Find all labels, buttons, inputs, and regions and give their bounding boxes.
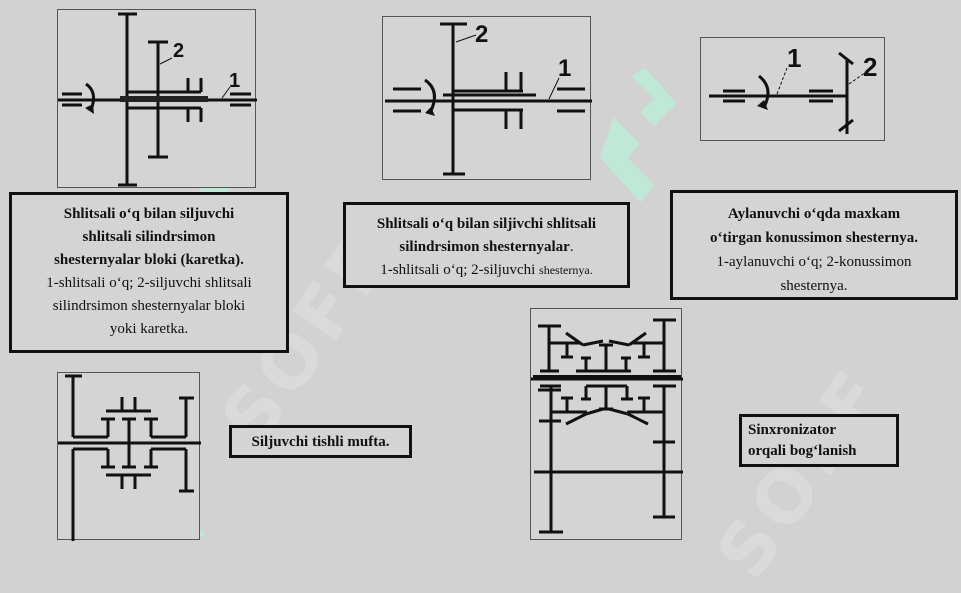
watermark-text: SOFF xyxy=(700,352,904,593)
caption-body-line: shesternya. xyxy=(780,278,848,294)
watermark-logo-icon xyxy=(600,67,677,203)
label-1: 1 xyxy=(787,43,802,73)
sinxronizator-caption: Sinxronizator orqali bog‘lanish xyxy=(739,414,899,467)
label-1: 1 xyxy=(558,55,572,82)
caption-body-line: silindrsimon shesternyalar bloki xyxy=(52,298,246,314)
karetka-caption: Shlitsali o‘q bilan siljuvchi shlitsali … xyxy=(9,192,289,353)
caption-body-line: 1-aylanuvchi o‘q; 2-konussimon xyxy=(716,254,912,270)
label-2: 2 xyxy=(863,52,878,82)
label-1: 1 xyxy=(229,70,241,92)
caption-body-line: yoki karetka. xyxy=(109,321,189,337)
konussimon-diagram: 1 2 xyxy=(700,37,885,141)
caption-title-line: shlitsali silindrsimon xyxy=(82,229,216,245)
konussimon-caption: Aylanuvchi o‘qda maxkam o‘tirgan konussi… xyxy=(670,190,958,300)
caption-title-line: shesternyalar bloki (karetka). xyxy=(54,252,244,268)
shesternyalar-diagram: 2 1 xyxy=(382,16,592,180)
caption-body-small: shesternya. xyxy=(539,263,593,277)
caption-title: Siljuvchi tishli mufta. xyxy=(251,434,390,450)
mufta-caption: Siljuvchi tishli mufta. xyxy=(229,425,412,458)
label-2: 2 xyxy=(475,21,489,48)
caption-title-line: Aylanuvchi o‘qda maxkam xyxy=(727,206,901,222)
caption-title-line: Sinxronizator xyxy=(748,422,837,438)
caption-title-line: silindrsimon shesternyalar xyxy=(399,239,570,255)
label-2: 2 xyxy=(173,40,185,62)
caption-title-line: o‘tirgan konussimon shesternya. xyxy=(710,230,918,246)
caption-body-line: 1-shlitsali o‘q; 2-siljuvchi xyxy=(380,262,540,278)
shesternyalar-caption: Shlitsali o‘q bilan siljivchi shlitsali … xyxy=(343,202,630,288)
caption-title-line: orqali bog‘lanish xyxy=(748,443,857,459)
caption-title-line: Shlitsali o‘q bilan siljivchi shlitsali xyxy=(376,216,597,232)
caption-title-suffix: . xyxy=(569,239,574,255)
caption-body-line: 1-shlitsali o‘q; 2-siljuvchi shlitsali xyxy=(46,275,252,291)
karetka-diagram: 2 1 xyxy=(57,9,257,188)
sinxronizator-diagram xyxy=(530,308,683,540)
mufta-diagram xyxy=(57,372,201,541)
caption-title-line: Shlitsali o‘q bilan siljuvchi xyxy=(63,206,235,222)
